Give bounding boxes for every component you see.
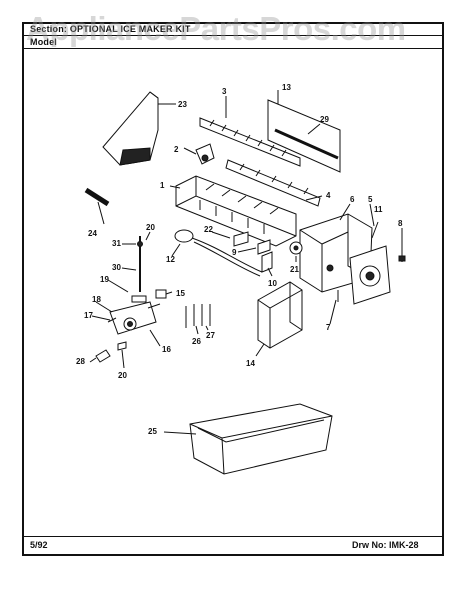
drawing-frame: [22, 22, 444, 556]
callout-1: 1: [160, 181, 165, 190]
drawing-number: IMK-28: [389, 540, 419, 550]
part-23-cover-shape: [102, 91, 159, 166]
part-12-harness-shape: [174, 229, 263, 277]
drawing-label: Drw No:: [352, 540, 387, 550]
callout-23: 23: [178, 100, 187, 109]
callout-12: 12: [166, 255, 175, 264]
part-8-screw-shape: [398, 238, 406, 262]
model-header: Model: [30, 37, 57, 47]
part-2-bracket-shape: [195, 143, 215, 165]
callout-29: 29: [320, 115, 329, 124]
part-25-ice-bin-shape: [189, 403, 333, 475]
callout-18: 18: [92, 295, 101, 304]
callout-31: 31: [112, 239, 121, 248]
footer-date: 5/92: [30, 540, 48, 550]
part-20-small-shape: [117, 341, 127, 351]
part-26-27-screws-shape: [185, 304, 211, 328]
callout-28: 28: [76, 357, 85, 366]
callout-9: 9: [232, 248, 237, 257]
part-3-stripper-shape: [199, 117, 301, 167]
callout-6: 6: [350, 195, 355, 204]
leader-lines: [89, 90, 403, 435]
callout-15: 15: [176, 289, 185, 298]
part-21-gear-shape: [289, 241, 303, 255]
part-1-mold-shape: [175, 175, 297, 247]
callout-17: 17: [84, 311, 93, 320]
part-10-bracket-shape: [261, 251, 273, 273]
callout-13: 13: [282, 83, 291, 92]
section-value: OPTIONAL ICE MAKER KIT: [69, 24, 191, 34]
part-22-switch-shape: [233, 231, 249, 247]
part-4-fill-cup-shape: [225, 159, 321, 207]
callout-2: 2: [174, 145, 179, 154]
callout-5: 5: [368, 195, 373, 204]
footer-drawing-number: Drw No: IMK-28: [352, 540, 419, 550]
part-24-tube-shape: [84, 187, 110, 207]
part-28-clamp-shape: [95, 349, 111, 363]
callout-11: 11: [374, 205, 383, 214]
callout-4: 4: [326, 191, 331, 200]
callout-21: 21: [290, 265, 299, 274]
section-label: Section:: [30, 24, 68, 34]
part-9-clip-shape: [257, 239, 271, 255]
footer-divider: [24, 536, 442, 537]
part-16-valve-shape: [107, 301, 161, 335]
callout-14: 14: [246, 359, 255, 368]
callout-10: 10: [268, 279, 277, 288]
part-29-heater-shape: [274, 128, 339, 160]
header-divider-2: [24, 48, 442, 49]
callout-3: 3: [222, 87, 227, 96]
callout-20-top: 20: [146, 223, 155, 232]
model-label: Model: [30, 37, 57, 47]
section-header: Section: OPTIONAL ICE MAKER KIT: [30, 24, 191, 34]
callout-25: 25: [148, 427, 157, 436]
callout-26: 26: [192, 337, 201, 346]
callout-7: 7: [326, 323, 331, 332]
callout-20-bottom: 20: [118, 371, 127, 380]
part-14-bin-cover-shape: [257, 281, 303, 349]
part-13-shield-shape: [267, 99, 341, 173]
callout-16: 16: [162, 345, 171, 354]
header-divider-1: [24, 35, 442, 36]
callout-8: 8: [398, 219, 403, 228]
callout-27: 27: [206, 331, 215, 340]
part-11-motor-plate-shape: [349, 245, 391, 305]
callout-19: 19: [100, 275, 109, 284]
callout-30: 30: [112, 263, 121, 272]
part-30-tube-shape: [131, 236, 147, 303]
part-15-fitting-shape: [155, 289, 167, 299]
callout-24: 24: [88, 229, 97, 238]
callout-22: 22: [204, 225, 213, 234]
watermark-text: AppliancePartsPros.com: [26, 10, 406, 47]
